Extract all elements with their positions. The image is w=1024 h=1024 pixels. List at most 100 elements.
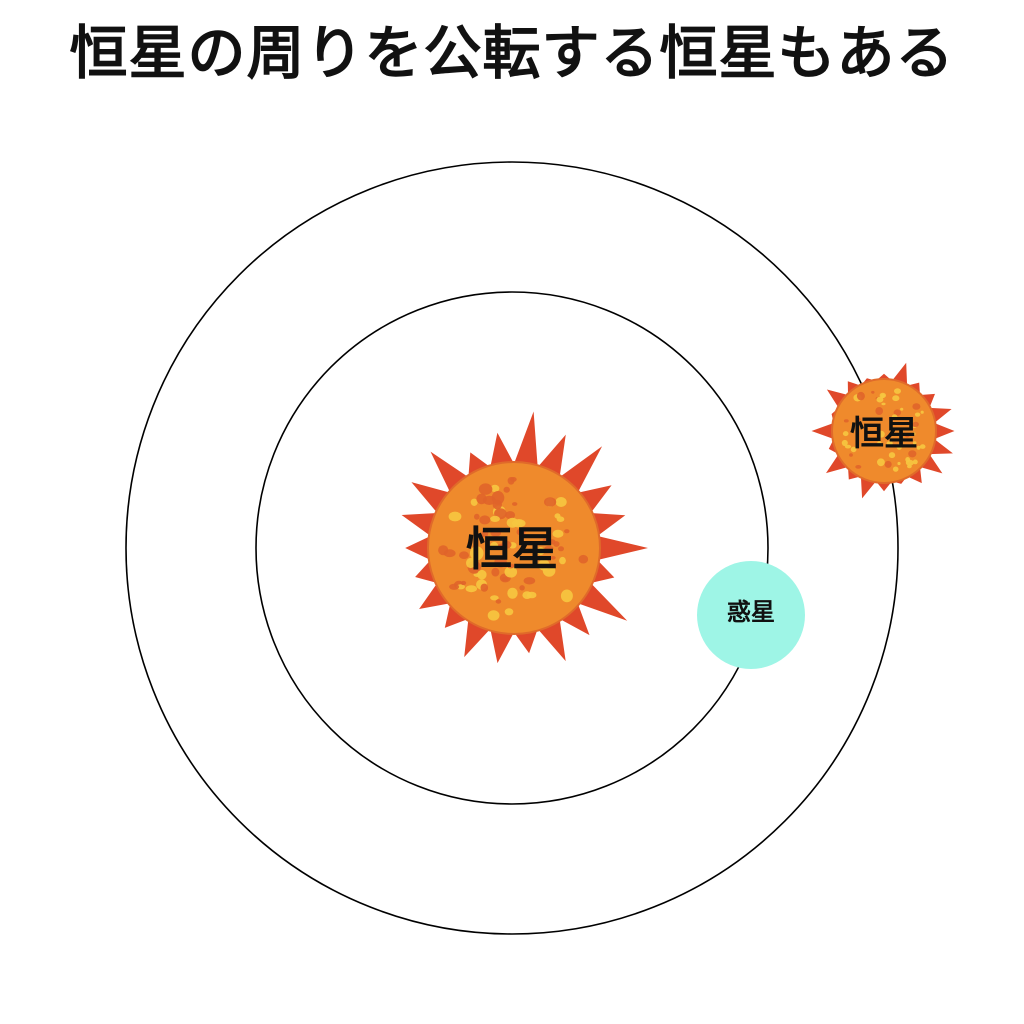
sun-spot: [504, 608, 514, 616]
sun-spot: [465, 585, 477, 593]
sun-spot: [501, 540, 512, 549]
sun-spot: [544, 545, 554, 552]
sun-spot: [916, 445, 921, 450]
sun-spot: [900, 407, 904, 411]
inner-orbit: [255, 291, 769, 805]
sun-spot: [881, 402, 886, 406]
sun-spot: [490, 595, 499, 601]
sun-spot: [506, 517, 519, 528]
central-star-label: 恒星: [466, 522, 558, 576]
sun-spot: [894, 388, 901, 394]
sun-spot: [494, 556, 507, 568]
sun-spot: [560, 589, 573, 603]
sun-spot: [888, 417, 893, 421]
sun-spot: [487, 610, 500, 621]
sun-spot: [550, 556, 556, 560]
sun-spot: [877, 441, 882, 446]
sun-spot: [522, 591, 532, 599]
sun-spot: [888, 452, 896, 459]
sun-spot: [856, 417, 861, 422]
sun-spot: [470, 498, 478, 506]
sun-spot: [905, 459, 914, 466]
sun-spot: [516, 528, 526, 536]
sun-spot: [912, 441, 917, 445]
sun-spot: [876, 396, 884, 403]
sun-spot: [507, 587, 518, 599]
sun-spot: [912, 432, 916, 436]
sun-icon: [811, 362, 955, 499]
sun-spot: [844, 444, 852, 449]
sun-spot: [510, 477, 517, 482]
planet-body: [697, 561, 805, 669]
outer-orbit: [125, 161, 899, 935]
companion-star-label: 恒星: [850, 414, 918, 454]
sun-spot: [886, 441, 893, 446]
sun-spot: [553, 541, 560, 547]
sun-spot: [912, 459, 918, 465]
sun-spot: [523, 577, 536, 585]
sun-spot: [914, 412, 921, 417]
sun-spot: [849, 453, 853, 457]
sun-spot: [503, 486, 510, 493]
sun-spot: [552, 529, 564, 538]
sun-spot: [842, 431, 849, 437]
sun-spot: [911, 421, 919, 427]
sun-spot: [855, 465, 862, 469]
page-title: 恒星の周りを公転する恒星もある: [69, 19, 955, 87]
sun-spot: [491, 491, 505, 505]
sun-spot: [875, 407, 883, 415]
sun-spot: [495, 599, 502, 604]
sun-spot: [896, 444, 902, 450]
sun-spot: [459, 551, 469, 559]
sun-spot: [912, 403, 921, 410]
sun-spot: [897, 461, 901, 466]
sun-spot: [490, 484, 500, 492]
sun-spot: [490, 529, 502, 537]
sun-spot: [505, 511, 516, 520]
central-star: 恒星: [401, 411, 648, 664]
companion-star: 恒星: [811, 362, 955, 499]
sun-spot: [907, 464, 912, 469]
sun-spot: [542, 564, 556, 577]
sun-spot: [481, 530, 489, 538]
sun-spot: [501, 577, 509, 582]
sun-spot: [558, 546, 564, 552]
sun-spot: [554, 513, 561, 519]
sun-spot: [478, 483, 493, 495]
sun-spot: [490, 515, 500, 523]
sun-spot: [892, 466, 899, 472]
sun-spot: [466, 557, 476, 569]
sun-spot: [877, 430, 885, 438]
sun-body: [831, 378, 937, 484]
sun-icon: [401, 411, 648, 664]
sun-spot: [480, 583, 489, 592]
sun-spot: [850, 446, 857, 453]
sun-spot: [512, 502, 518, 506]
sun-spot: [892, 395, 900, 402]
sun-spot: [904, 432, 910, 438]
sun-spot: [856, 391, 865, 401]
sun-spot: [559, 556, 566, 565]
sun-spot: [879, 392, 886, 399]
sun-spot: [477, 569, 487, 580]
sun-spot: [438, 545, 449, 556]
sun-spot: [843, 419, 849, 423]
sun-spot: [469, 546, 484, 561]
sun-spot: [542, 538, 549, 543]
sun-spot: [893, 409, 901, 416]
sun-spot: [578, 554, 589, 564]
sun-spot: [537, 547, 545, 556]
sun-spot: [474, 513, 480, 520]
sun-spot: [884, 460, 892, 468]
planet-label: 惑星: [727, 598, 775, 626]
sun-spot: [506, 563, 515, 569]
sun-spot: [919, 444, 926, 449]
sun-spot: [544, 497, 557, 507]
sun-spot: [479, 515, 491, 525]
sun-spot: [519, 585, 525, 591]
sun-spot: [491, 567, 500, 577]
sun-spot: [460, 580, 467, 586]
sun-spot: [564, 529, 570, 534]
sun-spot: [877, 458, 885, 467]
